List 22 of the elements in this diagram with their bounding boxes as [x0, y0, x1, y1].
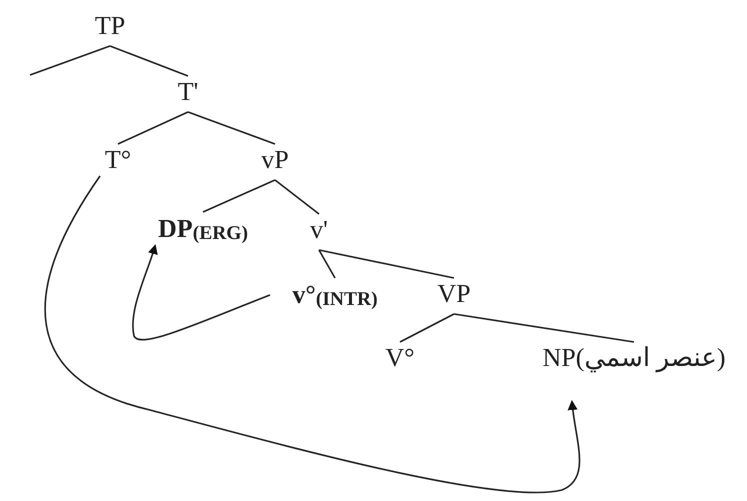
tree-node-label: vP — [251, 144, 299, 176]
tree-branch — [318, 250, 336, 278]
tree-branch — [400, 313, 454, 343]
tree-branch — [274, 179, 320, 215]
tree-node-label: V° — [373, 342, 427, 374]
tree-node-label: VP — [426, 278, 482, 310]
tree-node-label: TP — [85, 10, 135, 42]
tree-branch — [454, 313, 634, 343]
tree-branch — [110, 45, 188, 77]
tree-branch — [318, 249, 454, 279]
tree-node-label: v°$_{(INTR)}$ — [270, 278, 400, 312]
tree-node-label: T' — [168, 76, 208, 108]
tree-branch — [202, 179, 276, 213]
tree-branch — [30, 45, 110, 76]
movement-arrow — [44, 176, 580, 494]
tree-node-label: T° — [98, 144, 138, 176]
tree-branch — [118, 111, 188, 145]
movement-arrow — [132, 244, 270, 340]
tree-node-label: NP(عنصر اسمي) — [523, 342, 745, 374]
tree-node-label: v' — [303, 214, 335, 246]
tree-branch — [188, 111, 276, 145]
tree-node-label: DP$_{(ERG)}$ — [133, 212, 273, 246]
